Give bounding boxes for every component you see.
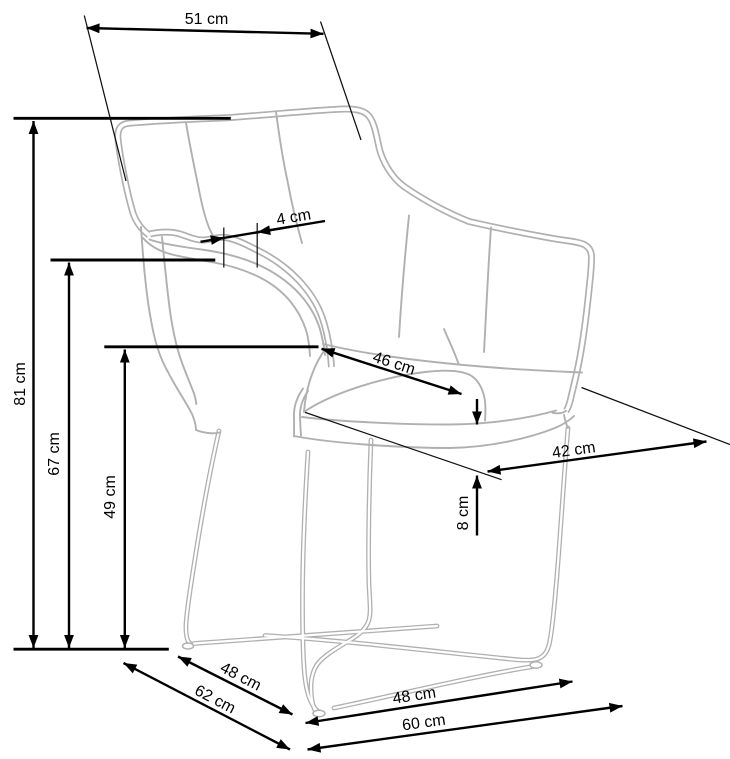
svg-text:4 cm: 4 cm: [275, 206, 312, 228]
svg-text:48 cm: 48 cm: [392, 684, 438, 707]
svg-text:42 cm: 42 cm: [551, 439, 596, 462]
svg-text:67 cm: 67 cm: [46, 432, 63, 476]
svg-text:46 cm: 46 cm: [371, 349, 418, 379]
svg-text:51 cm: 51 cm: [185, 11, 229, 28]
svg-text:81 cm: 81 cm: [12, 362, 29, 406]
svg-text:62 cm: 62 cm: [192, 682, 239, 717]
svg-text:60 cm: 60 cm: [401, 712, 447, 735]
svg-text:49 cm: 49 cm: [102, 475, 119, 519]
svg-text:8 cm: 8 cm: [455, 496, 472, 531]
